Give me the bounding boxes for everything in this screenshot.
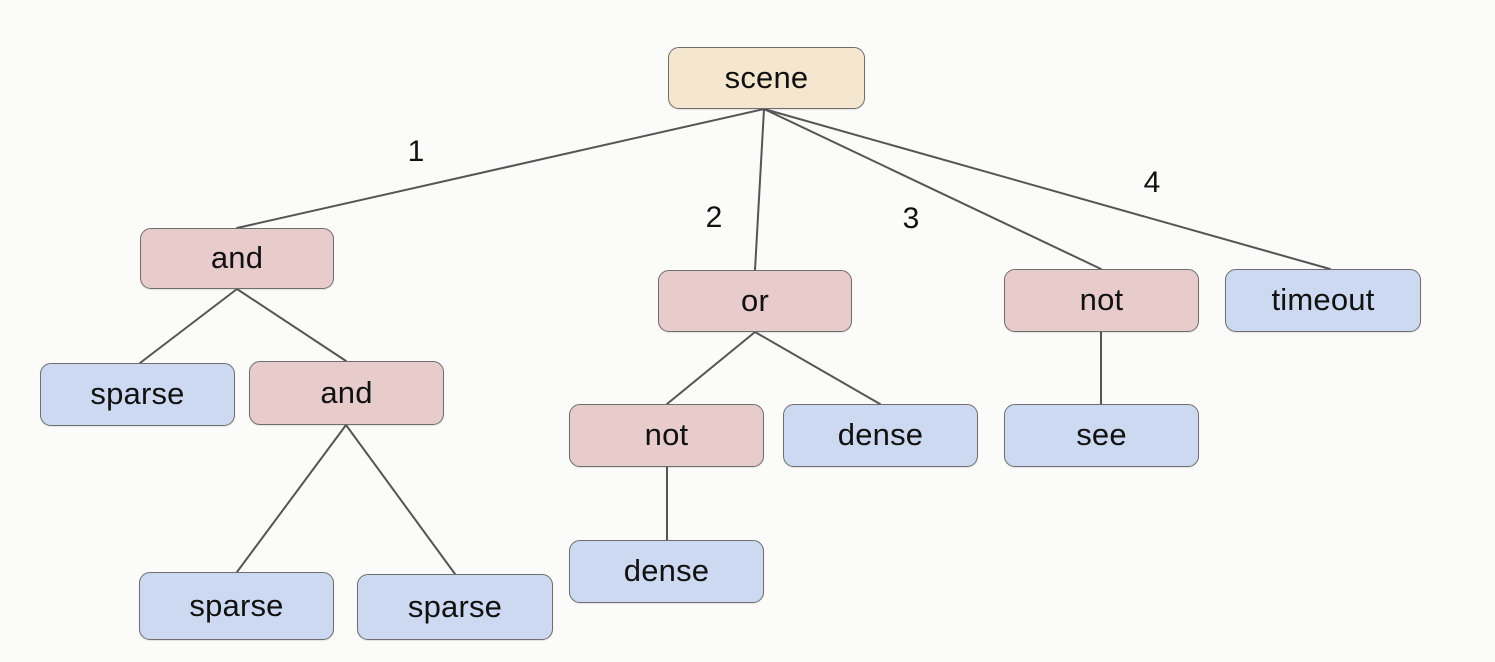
edge-or1-to-not1 (666, 331, 756, 405)
node-label-dense1: dense (837, 417, 924, 452)
node-label-see1: see (1076, 417, 1127, 452)
node-label-sparse3: sparse (407, 588, 503, 624)
edge-scene-to-not2 (763, 108, 1102, 270)
node-sparse1[interactable]: sparse (40, 363, 235, 426)
edge-label-scene-to-or1: 2 (705, 201, 723, 234)
node-label-dense2: dense (623, 553, 710, 588)
edge-and2-to-sparse2 (236, 424, 347, 573)
node-not1[interactable]: not (569, 404, 764, 467)
node-dense1[interactable]: dense (783, 404, 978, 467)
node-not2[interactable]: not (1004, 269, 1199, 332)
node-label-and2: and (320, 374, 373, 410)
edge-scene-to-timeout1 (763, 108, 1331, 270)
node-label-sparse1: sparse (90, 376, 185, 411)
edge-scene-to-or1 (754, 108, 765, 271)
edge-label-scene-to-and1: 1 (407, 135, 425, 168)
node-label-scene: scene (724, 59, 809, 95)
node-sparse2[interactable]: sparse (139, 572, 334, 640)
edge-and2-to-sparse3 (345, 424, 456, 575)
node-label-not2: not (1079, 282, 1124, 317)
node-dense2[interactable]: dense (569, 540, 764, 603)
node-label-sparse2: sparse (189, 587, 284, 623)
edge-scene-to-and1 (236, 108, 765, 229)
node-sparse3[interactable]: sparse (357, 574, 553, 640)
node-label-and1: and (210, 240, 264, 275)
node-label-or1: or (741, 282, 769, 318)
node-or1[interactable]: or (658, 270, 852, 332)
node-and2[interactable]: and (249, 361, 444, 425)
node-and1[interactable]: and (140, 228, 334, 289)
edge-label-scene-to-timeout1: 4 (1143, 166, 1161, 199)
node-see1[interactable]: see (1004, 404, 1199, 467)
edge-or1-to-dense1 (754, 331, 881, 405)
node-scene[interactable]: scene (668, 47, 865, 109)
edge-label-scene-to-not2: 3 (902, 202, 920, 235)
edge-and1-to-and2 (236, 288, 347, 362)
node-label-not1: not (644, 417, 689, 452)
node-timeout1[interactable]: timeout (1225, 269, 1421, 332)
edge-and1-to-sparse1 (139, 288, 238, 364)
node-label-timeout1: timeout (1271, 282, 1375, 317)
